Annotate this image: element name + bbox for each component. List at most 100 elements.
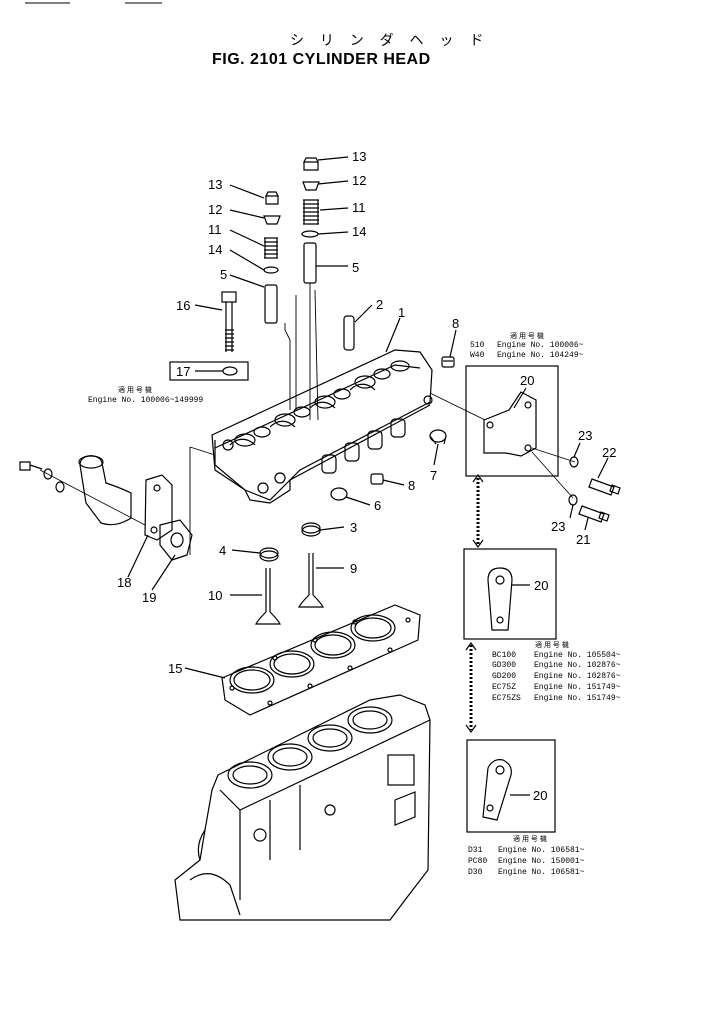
retainer-icon: [263, 215, 281, 225]
leader: [317, 231, 349, 235]
guide-icon: [264, 284, 278, 324]
head-gasket-15: [184, 604, 421, 716]
callout-8: 8: [408, 478, 416, 493]
callout-22: 22: [602, 445, 617, 460]
guide-line: [531, 447, 576, 463]
bolt-16: [194, 291, 237, 352]
callout-11: 11: [352, 200, 366, 215]
model-510: 510: [470, 341, 485, 350]
model-bc100: BC100: [492, 651, 517, 660]
cylinder-head: [211, 317, 433, 504]
leader: [229, 274, 265, 288]
leader: [569, 504, 574, 519]
leader: [194, 304, 223, 311]
model-ec75z: EC75Z: [492, 683, 517, 692]
small-bolt: [19, 461, 146, 526]
callout-8: 8: [452, 316, 460, 331]
leader: [449, 329, 457, 358]
model-d30: D30: [468, 868, 483, 877]
valve-cap-icon: [303, 157, 319, 171]
model-w40: W40: [470, 351, 485, 360]
callout-14: 14: [208, 242, 223, 257]
stem-seal-2: [343, 304, 373, 351]
leader: [229, 249, 265, 271]
callout-15: 15: [168, 661, 183, 676]
callout-16: 16: [176, 298, 191, 313]
model-d31: D31: [468, 846, 483, 855]
seat-4: [231, 547, 279, 562]
japanese-title: シ リ ン ダ ヘ ッ ド: [290, 32, 490, 48]
left-valve-stack: [229, 184, 281, 324]
model-gd200: GD200: [492, 672, 517, 681]
leader: [127, 534, 149, 578]
washer-17: [169, 361, 249, 381]
cup-plug-6: [330, 487, 371, 506]
callout-9: 9: [350, 561, 358, 576]
engine-block: [174, 694, 431, 921]
leader: [229, 209, 265, 219]
leader: [385, 317, 401, 353]
bolt-21: [578, 505, 610, 531]
cup-plug-7: [429, 429, 447, 466]
leader: [345, 496, 371, 506]
leader: [319, 526, 345, 531]
applicable-header: 適 用 号 機: [513, 836, 547, 843]
callout-23: 23: [551, 519, 566, 534]
callout-20: 20: [534, 578, 549, 593]
guide-line: [429, 392, 486, 421]
arrow-bottom: [465, 641, 477, 734]
callout-1: 1: [398, 305, 406, 320]
callout-14: 14: [352, 224, 367, 239]
applicable-header: 適 用 号 機: [510, 333, 544, 340]
leader: [354, 304, 373, 323]
applicable-header: 適 用 号 機: [535, 642, 569, 649]
bolt-22: [588, 457, 621, 496]
callout-23: 23: [578, 428, 593, 443]
leader: [584, 517, 589, 531]
callout-2: 2: [376, 297, 384, 312]
leader: [317, 180, 349, 185]
callout-11: 11: [208, 222, 222, 237]
model-pc80: PC80: [468, 857, 488, 866]
callout-7: 7: [430, 468, 438, 483]
leader: [433, 443, 439, 466]
arrow-top: [472, 473, 484, 549]
engine-range: Engine No. 105504~: [534, 651, 621, 660]
leader: [317, 156, 349, 161]
callout-19: 19: [142, 590, 157, 605]
engine-range: Engine No. 100006~: [497, 341, 584, 350]
plug-8-top: [441, 329, 457, 368]
model-ec75zs: EC75ZS: [492, 694, 521, 703]
leader: [184, 667, 226, 679]
leader: [151, 554, 176, 591]
callout-20: 20: [520, 373, 535, 388]
bracket-box-bottom: [466, 739, 556, 833]
callout-12: 12: [208, 202, 223, 217]
thermostat-housing-18: [78, 455, 173, 578]
leader: [382, 479, 405, 486]
engine-range: Engine No. 150001~: [498, 857, 585, 866]
leader: [231, 549, 261, 554]
model-gd300: GD300: [492, 661, 517, 670]
leader: [573, 442, 581, 458]
callout-5: 5: [220, 267, 228, 282]
right-valve-stack: [301, 156, 349, 284]
guide-line: [189, 446, 216, 555]
leader: [229, 184, 265, 199]
valve-9: [298, 553, 344, 608]
guide-line: [284, 283, 319, 421]
engine-range: Engine No. 151749~: [534, 694, 621, 703]
valve-10: [230, 568, 281, 625]
spring-icon: [264, 237, 278, 259]
engine-range: Engine No. 151749~: [534, 683, 621, 692]
gasket-19: [151, 519, 193, 591]
callout-12: 12: [352, 173, 367, 188]
seat-3: [301, 522, 345, 537]
callout-13: 13: [208, 177, 223, 192]
callout-4: 4: [219, 543, 227, 558]
callout-17: 17: [176, 364, 191, 379]
applicable-header: 適 用 号 機: [118, 387, 152, 394]
engine-range: Engine No. 106581~: [498, 868, 585, 877]
